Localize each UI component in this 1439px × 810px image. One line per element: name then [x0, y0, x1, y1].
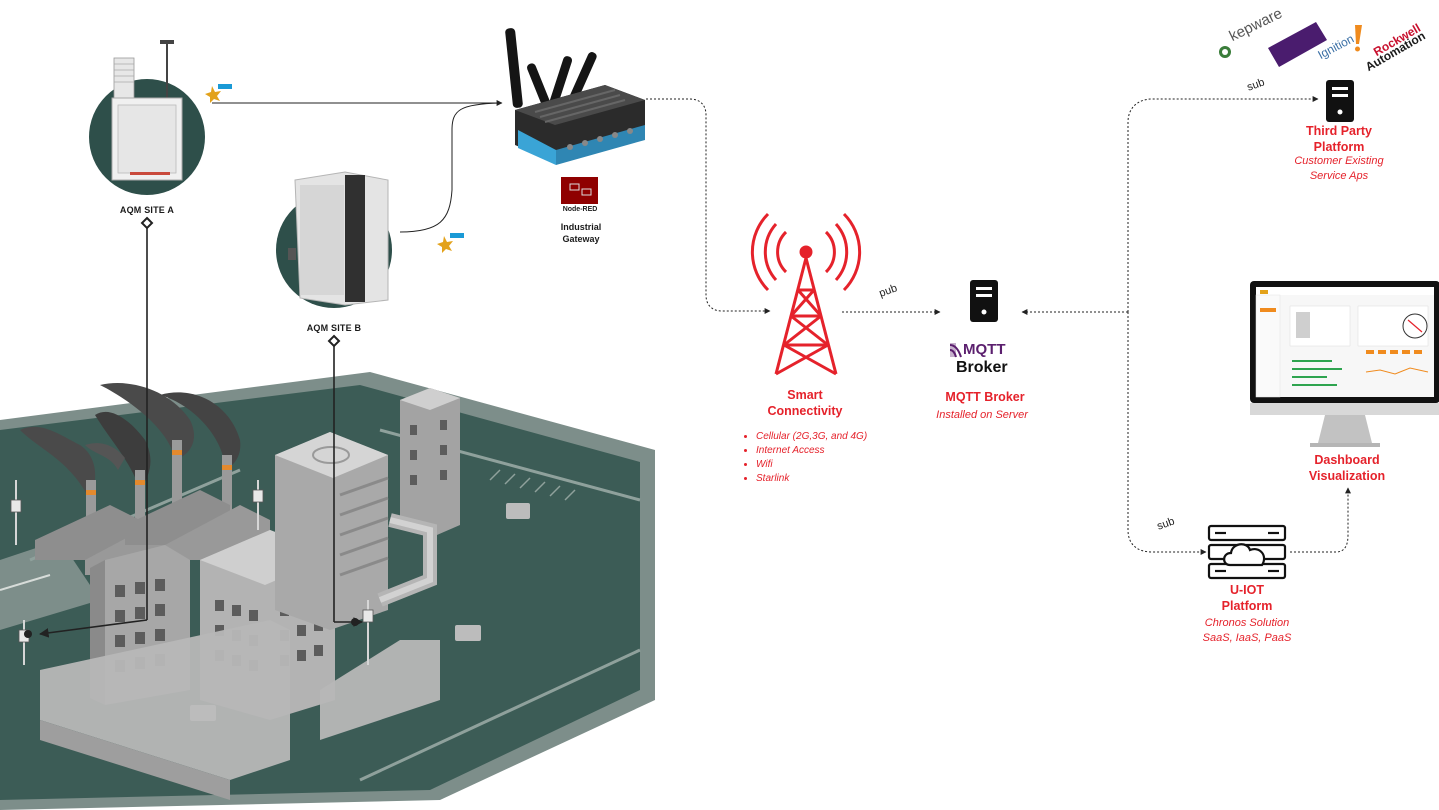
industrial-gateway-label: Industrial Gateway — [541, 221, 621, 245]
aqm-site-a-device — [89, 40, 205, 195]
mqtt-logo-broker-word: Broker — [956, 359, 1008, 377]
aqm-site-b-label: AQM SITE B — [284, 323, 384, 333]
third-party-server-icon — [1326, 80, 1354, 122]
feature-starlink: Starlink — [756, 472, 916, 486]
uiot-sub-line2: SaaS, IaaS, PaaS — [1187, 631, 1307, 646]
gateway-to-connectivity-line — [646, 99, 770, 311]
third-party-title-line2: Platform — [1289, 139, 1389, 155]
node-red-brand: Node-RED — [556, 206, 604, 213]
third-party-sub-line1: Customer Existing — [1279, 154, 1399, 169]
dashboard-title-line2: Visualization — [1297, 468, 1397, 484]
third-party-sub-line2: Service Aps — [1279, 169, 1399, 184]
uiot-title-line1: U-IOT — [1197, 582, 1297, 598]
mqtt-logo-icon — [950, 343, 961, 357]
modbus-icon — [205, 84, 232, 103]
gateway-label-line1: Industrial — [541, 221, 621, 233]
uiot-title-line2: Platform — [1197, 598, 1297, 614]
feature-internet: Internet Access — [756, 444, 916, 458]
connectivity-feature-list: Cellular (2G,3G, and 4G) Internet Access… — [742, 430, 916, 486]
aqm-site-b-device — [276, 172, 392, 308]
third-party-subtitle: Customer Existing Service Aps — [1279, 154, 1399, 184]
gateway-label-line2: Gateway — [541, 233, 621, 245]
monitor-icon — [1250, 281, 1439, 447]
dashboard-title-line1: Dashboard — [1297, 452, 1397, 468]
aqm-site-a-label: AQM SITE A — [97, 205, 197, 215]
smart-connectivity-title: Smart Connectivity — [745, 387, 865, 419]
industrial-gateway-device — [505, 28, 645, 165]
dashboard-title: Dashboard Visualization — [1297, 452, 1397, 484]
feature-wifi: Wifi — [756, 458, 916, 472]
uiot-title: U-IOT Platform — [1197, 582, 1297, 614]
mqtt-broker-subtitle: Installed on Server — [912, 408, 1052, 423]
smart-connectivity-line2: Connectivity — [745, 403, 865, 419]
ignition-logo-icon — [1355, 25, 1362, 52]
third-party-title-line1: Third Party — [1289, 123, 1389, 139]
smart-connectivity-line1: Smart — [745, 387, 865, 403]
industrial-city-illustration — [0, 372, 655, 810]
node-red-logo — [561, 177, 598, 204]
third-party-title: Third Party Platform — [1289, 123, 1389, 155]
kepware-logo-icon — [1219, 46, 1231, 58]
broker-server-icon — [970, 280, 998, 322]
uiot-sub-line1: Chronos Solution — [1187, 616, 1307, 631]
feature-cellular: Cellular (2G,3G, and 4G) — [756, 430, 916, 444]
mqtt-broker-title: MQTT Broker — [920, 389, 1050, 405]
mqtt-logo-text: MQTT — [963, 341, 1006, 358]
uiot-subtitle: Chronos Solution SaaS, IaaS, PaaS — [1187, 616, 1307, 646]
cell-tower-icon — [752, 214, 859, 374]
cloud-server-icon — [1209, 526, 1285, 578]
modbus-icon-site-b — [437, 233, 464, 253]
